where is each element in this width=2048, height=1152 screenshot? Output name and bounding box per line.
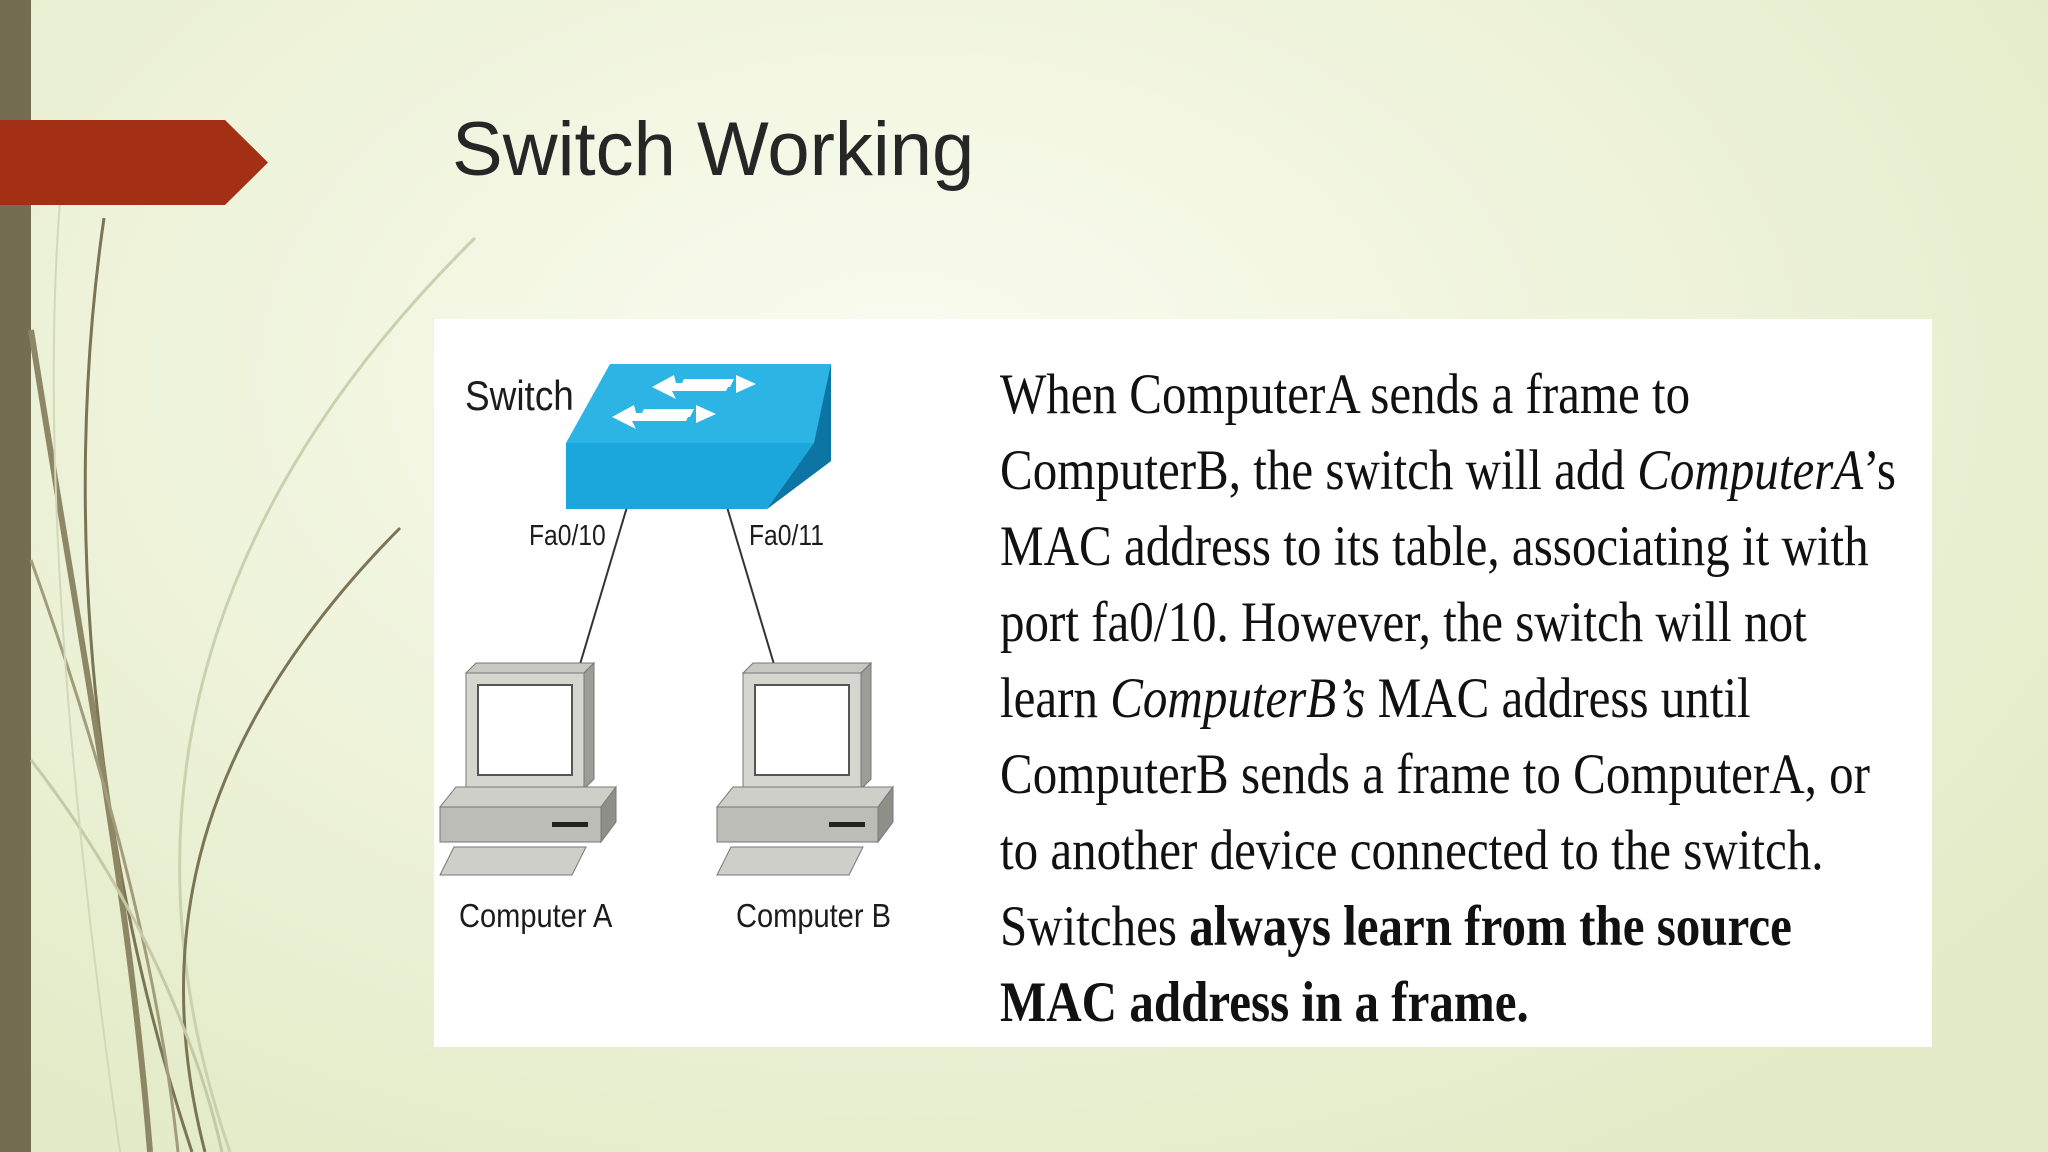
description-text-run: MAC address until [1365, 667, 1751, 730]
computer-a-label: Computer A [459, 897, 613, 934]
network-switch-icon [566, 364, 831, 509]
description-line: MAC address in a frame. [1000, 965, 1802, 1041]
port-fa0-11-label: Fa0/11 [749, 520, 824, 552]
content-panel: Switch Fa0/10 Fa0/11 Computer A Computer… [434, 319, 1932, 1047]
description-line: port fa0/10. However, the switch will no… [1000, 591, 1807, 654]
description-line: MAC address to its table, associating it… [1000, 515, 1869, 578]
description-line: learn ComputerB’s MAC address until [1000, 661, 1802, 737]
slide-title: Switch Working [452, 107, 975, 192]
diagram-graphics [438, 364, 894, 876]
description-line: to another device connected to the switc… [1000, 819, 1824, 882]
decorative-swoosh-lines [28, 199, 477, 1152]
description-bold-run: MAC address in a frame. [1000, 971, 1529, 1034]
description-line: Switches always learn from the source [1000, 889, 1802, 965]
description-text-run: ComputerB, the switch will add [1000, 439, 1638, 502]
description-line: ComputerB, the switch will add ComputerA… [1000, 433, 1896, 509]
cable-to-computer-a [577, 506, 628, 672]
description-text-run: Switches [1000, 895, 1190, 958]
description-text-run: learn [1000, 667, 1111, 730]
description-text-run: ’s [1863, 439, 1896, 502]
description-italic-run: ComputerA [1637, 439, 1864, 502]
description-text: When ComputerA sends a frame to Computer… [1000, 357, 1932, 1041]
computer-a-icon [438, 661, 617, 876]
description-italic-run: ComputerB’s [1110, 667, 1366, 730]
cable-to-computer-b [726, 506, 777, 672]
network-diagram: Switch Fa0/10 Fa0/11 Computer A Computer… [434, 319, 954, 1047]
title-arrow-marker [0, 120, 268, 205]
description-line: ComputerB sends a frame to ComputerA, or [1000, 743, 1870, 806]
description-bold-run: always learn from the source [1189, 895, 1792, 958]
description-line: When ComputerA sends a frame to [1000, 363, 1691, 426]
computer-b-label: Computer B [736, 897, 891, 934]
switch-label: Switch [465, 372, 574, 419]
port-fa0-10-label: Fa0/10 [529, 520, 606, 552]
computer-b-icon [715, 661, 894, 876]
